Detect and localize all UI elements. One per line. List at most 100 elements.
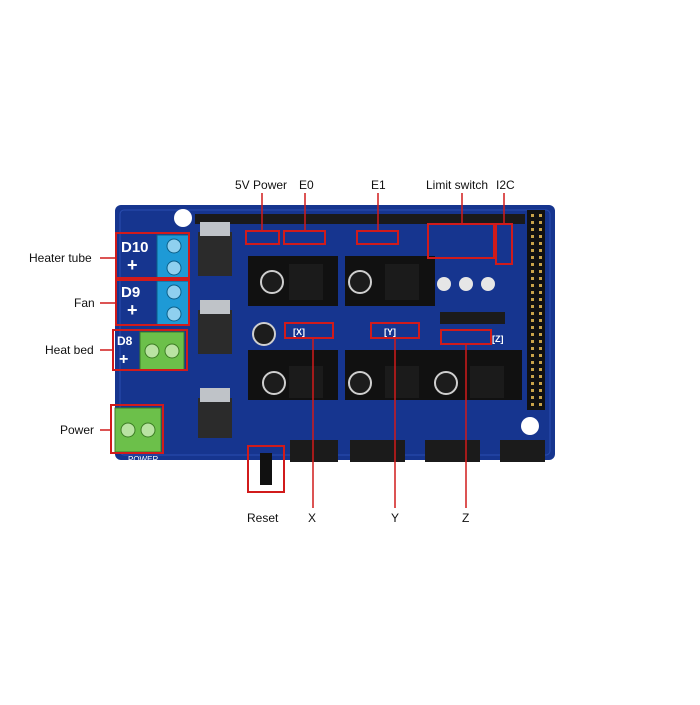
header-pin	[531, 305, 534, 308]
header-pin	[539, 228, 542, 231]
header-pin	[531, 396, 534, 399]
highlight-x	[284, 322, 334, 339]
header-pin	[539, 347, 542, 350]
header-pin	[531, 242, 534, 245]
z-bracket-label: [Z]	[492, 334, 504, 344]
header-pin	[539, 333, 542, 336]
pin-header	[425, 440, 480, 462]
capacitor	[348, 270, 372, 294]
capacitor	[348, 371, 372, 395]
callout-heater-tube: Heater tube	[29, 251, 92, 265]
header-pin	[539, 256, 542, 259]
x-bracket-label: [X]	[293, 327, 305, 337]
header-pin	[531, 270, 534, 273]
header-pin	[539, 284, 542, 287]
highlight-reset	[247, 445, 285, 493]
callout-z: Z	[462, 511, 470, 525]
header-pin	[531, 340, 534, 343]
header-pin	[531, 361, 534, 364]
header-pin	[531, 214, 534, 217]
header-pin	[531, 291, 534, 294]
d9-silk-label: D9	[121, 284, 141, 301]
header-pin	[531, 389, 534, 392]
pin-header	[385, 366, 419, 398]
highlight-limit-switch	[427, 223, 495, 259]
header-pin	[539, 375, 542, 378]
header-pin	[531, 319, 534, 322]
capacitor	[260, 270, 284, 294]
header-pin	[531, 228, 534, 231]
callout-5v-power: 5V Power	[235, 178, 288, 192]
header-pin	[539, 312, 542, 315]
callout-y: Y	[391, 511, 400, 525]
header-pin	[539, 389, 542, 392]
header-pin	[539, 368, 542, 371]
side-header	[527, 210, 545, 410]
callout-x: X	[308, 511, 317, 525]
plus-silk-label: +	[119, 351, 129, 368]
header-pin	[531, 326, 534, 329]
header-pin	[531, 249, 534, 252]
mounting-hole	[521, 417, 539, 435]
header-pin	[539, 340, 542, 343]
top-header	[195, 214, 525, 224]
callout-e0: E0	[299, 178, 314, 192]
header-pin	[539, 361, 542, 364]
header-pin	[539, 354, 542, 357]
capacitor	[434, 371, 458, 395]
header-pin	[539, 403, 542, 406]
header-pin	[531, 284, 534, 287]
pin-header	[470, 366, 504, 398]
callout-fan: Fan	[74, 296, 95, 310]
d8-silk-label: D8	[117, 334, 133, 348]
header-pin	[531, 368, 534, 371]
plus-silk-label: +	[127, 300, 138, 320]
y-bracket-label: [Y]	[384, 327, 396, 337]
header-pin	[539, 249, 542, 252]
header-pin	[539, 382, 542, 385]
header-pin	[531, 298, 534, 301]
pin-header	[289, 264, 323, 300]
callout-power: Power	[60, 423, 95, 437]
mosfet	[198, 232, 232, 276]
header-pin	[531, 263, 534, 266]
header-pin	[539, 235, 542, 238]
pin-header	[385, 264, 419, 300]
header-pin	[531, 256, 534, 259]
header-pin	[539, 270, 542, 273]
highlight-power	[110, 404, 164, 454]
header-pin	[539, 396, 542, 399]
plus-silk-label: +	[127, 255, 138, 275]
header-pin	[539, 319, 542, 322]
callout-reset: Reset	[247, 511, 279, 525]
callout-e1: E1	[371, 178, 386, 192]
header-pin	[539, 298, 542, 301]
highlight-heater-tube	[115, 232, 190, 279]
header-pin	[531, 221, 534, 224]
header-pin	[539, 277, 542, 280]
header-pin	[531, 312, 534, 315]
header-pin	[531, 333, 534, 336]
header-pin	[531, 277, 534, 280]
d10-silk-label: D10	[121, 239, 149, 256]
header-pin	[539, 291, 542, 294]
header-pin	[539, 221, 542, 224]
header-pin	[539, 326, 542, 329]
pin-header	[440, 312, 505, 324]
header-pin	[531, 354, 534, 357]
header-pin	[539, 263, 542, 266]
callout-heat-bed: Heat bed	[45, 343, 94, 357]
pin-header	[350, 440, 405, 462]
pin-header	[289, 366, 323, 398]
capacitor	[262, 371, 286, 395]
header-pin	[531, 382, 534, 385]
header-pin	[539, 305, 542, 308]
header-pin	[539, 214, 542, 217]
pin-header	[500, 440, 545, 462]
callout-limit-switch: Limit switch	[426, 178, 489, 192]
capacitor	[252, 322, 276, 346]
mosfet	[198, 398, 232, 438]
header-pin	[531, 347, 534, 350]
header-pin	[539, 242, 542, 245]
